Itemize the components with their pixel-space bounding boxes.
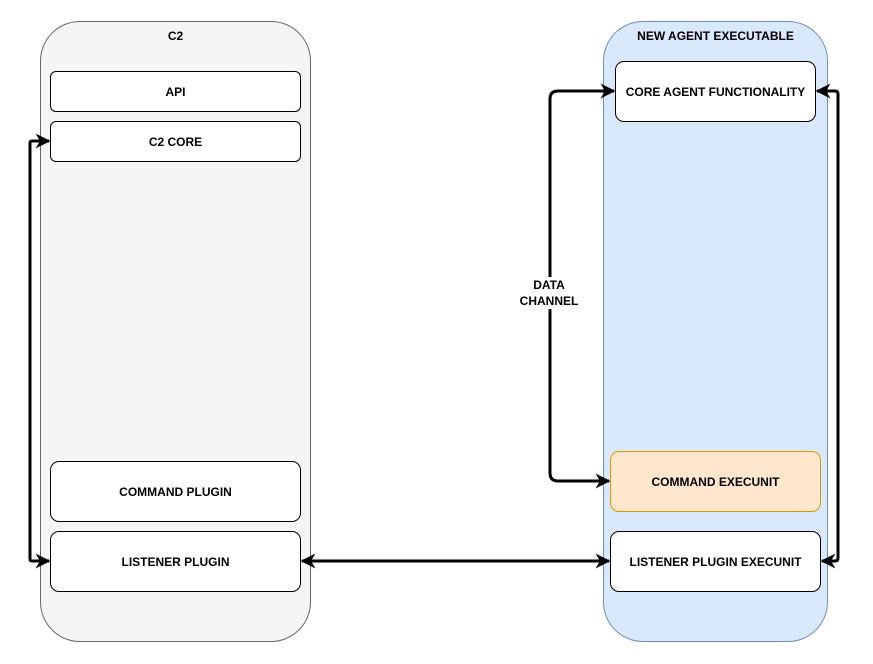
listener-plugin-execunit-box[interactable]: LISTENER PLUGIN EXECUNIT — [610, 531, 821, 592]
c2-core-box[interactable]: C2 CORE — [50, 121, 301, 162]
data-channel-label: DATA CHANNEL — [514, 277, 584, 309]
command-plugin-box[interactable]: COMMAND PLUGIN — [50, 461, 301, 522]
core-agent-listener-execunit-connector — [815, 83, 840, 569]
listener-plugin-box[interactable]: LISTENER PLUGIN — [50, 531, 301, 592]
c2-title: C2 — [167, 29, 184, 43]
command-execunit-box[interactable]: COMMAND EXECUNIT — [610, 451, 821, 512]
c2-core-listener-plugin-connector — [28, 133, 51, 569]
api-box[interactable]: API — [50, 71, 301, 112]
data-channel-label-line2: CHANNEL — [519, 294, 579, 308]
agent-executable-title: NEW AGENT EXECUTABLE — [637, 29, 794, 43]
core-agent-functionality-box[interactable]: CORE AGENT FUNCTIONALITY — [615, 61, 816, 122]
data-channel-label-line1: DATA — [533, 278, 565, 292]
